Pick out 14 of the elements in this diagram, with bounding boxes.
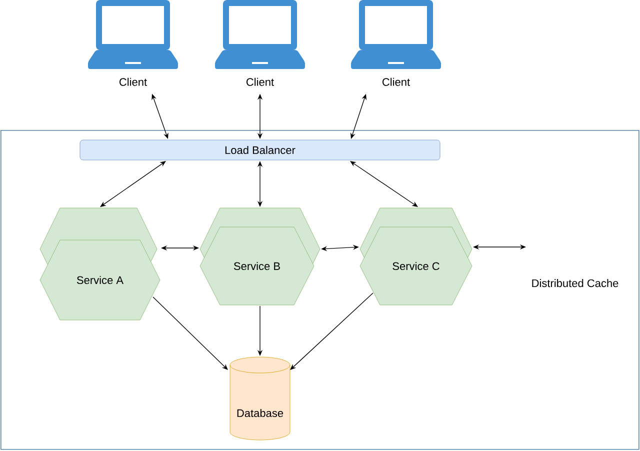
client-label: Client xyxy=(120,78,147,86)
load-balancer-box: Load Balancer xyxy=(80,140,440,160)
client-label: Client xyxy=(382,78,410,86)
service-hexagon-stack: Service B xyxy=(200,208,320,306)
service-hexagon-stack: Service A xyxy=(40,208,160,320)
arrow xyxy=(350,161,418,207)
arrow xyxy=(290,292,374,370)
service-hexagon-stack: Service C xyxy=(360,208,472,306)
container-frame xyxy=(0,130,640,450)
arrow xyxy=(100,161,166,207)
client-label: Client xyxy=(246,78,274,86)
cache-label: Distributed Cache xyxy=(532,279,618,288)
database-cylinder: Database xyxy=(230,356,290,440)
arrow xyxy=(152,296,228,370)
